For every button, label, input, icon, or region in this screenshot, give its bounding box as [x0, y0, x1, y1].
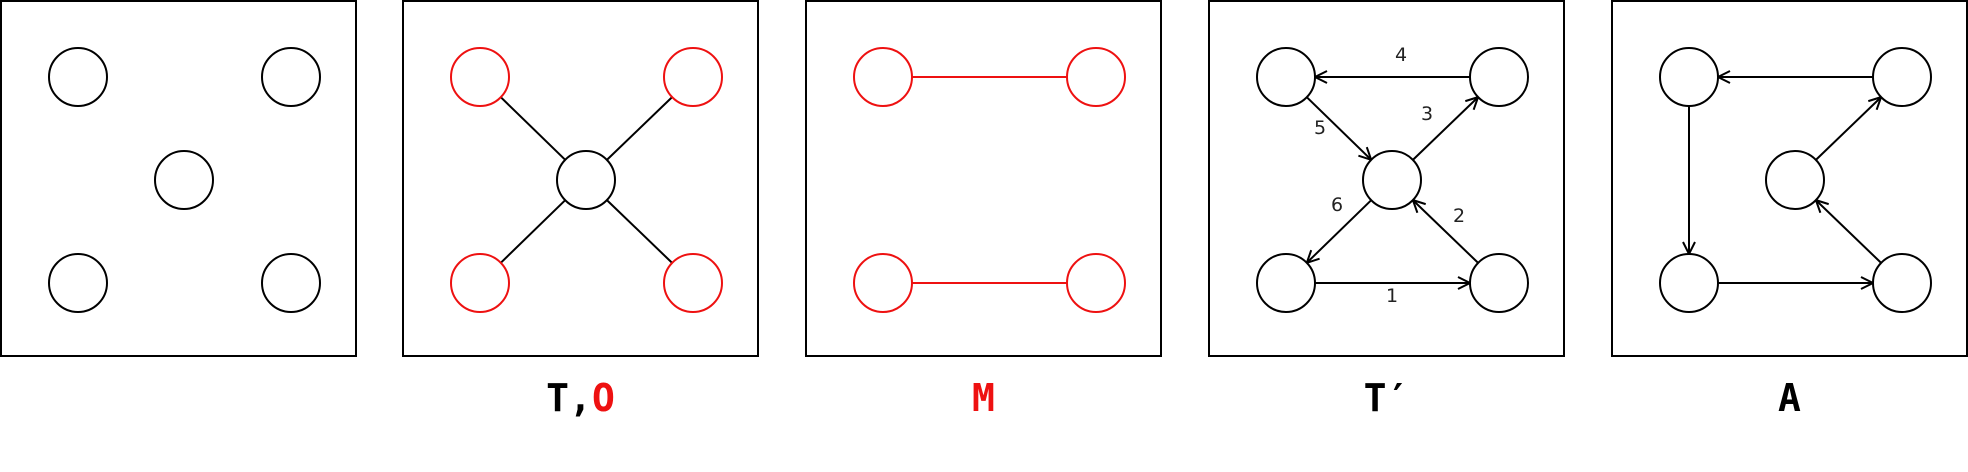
node-c [556, 150, 616, 210]
node-tl [853, 47, 913, 107]
directed-edge-c-bl [1307, 199, 1372, 263]
panel-caption: T,O [546, 376, 615, 420]
panel-frame [1208, 0, 1565, 357]
node-bl [853, 253, 913, 313]
node-bl [1659, 253, 1719, 313]
node-br [1469, 253, 1529, 313]
node-tr [1066, 47, 1126, 107]
directed-edge-c-tr [1815, 97, 1881, 161]
node-br [261, 253, 321, 313]
node-c [154, 150, 214, 210]
directed-edge-tl-c [1306, 96, 1371, 160]
node-bl [48, 253, 108, 313]
node-bl [450, 253, 510, 313]
edge-label: 4 [1395, 44, 1407, 66]
node-tl [1256, 47, 1316, 107]
panel-1 [0, 0, 357, 357]
edge-label: 3 [1421, 103, 1433, 125]
edge-c-bl [500, 199, 566, 264]
panel-frame [805, 0, 1162, 357]
node-br [663, 253, 723, 313]
node-br [1066, 253, 1126, 313]
edge-c-br [606, 199, 673, 264]
edge-c-tr [606, 96, 673, 161]
panels-layer: T,O M 1 2 3 4 5 6T′ A [0, 0, 1968, 420]
edge-label: 6 [1331, 194, 1343, 216]
panel-3: M [805, 0, 1162, 420]
node-tr [1872, 47, 1932, 107]
panel-5: A [1611, 0, 1968, 420]
directed-edge-br-c [1816, 200, 1882, 264]
node-c [1362, 150, 1422, 210]
panel-caption: M [972, 376, 995, 420]
node-bl [1256, 253, 1316, 313]
directed-edge-br-c [1413, 200, 1479, 264]
panel-2: T,O [402, 0, 759, 420]
node-br [1872, 253, 1932, 313]
node-tr [1469, 47, 1529, 107]
edge-label: 5 [1314, 117, 1326, 139]
panel-frame [0, 0, 357, 357]
panel-caption: T′ [1364, 376, 1410, 420]
panel-frame [1611, 0, 1968, 357]
edge-c-tl [500, 96, 566, 161]
edge-label: 2 [1453, 205, 1465, 227]
node-tl [1659, 47, 1719, 107]
directed-edge-c-tr [1412, 97, 1478, 161]
panel-4: 1 2 3 4 5 6T′ [1208, 0, 1565, 420]
node-c [1765, 150, 1825, 210]
panel-frame [402, 0, 759, 357]
node-tr [663, 47, 723, 107]
node-tl [48, 47, 108, 107]
node-tl [450, 47, 510, 107]
panel-caption: A [1778, 376, 1801, 420]
edge-label: 1 [1386, 285, 1398, 307]
node-tr [261, 47, 321, 107]
